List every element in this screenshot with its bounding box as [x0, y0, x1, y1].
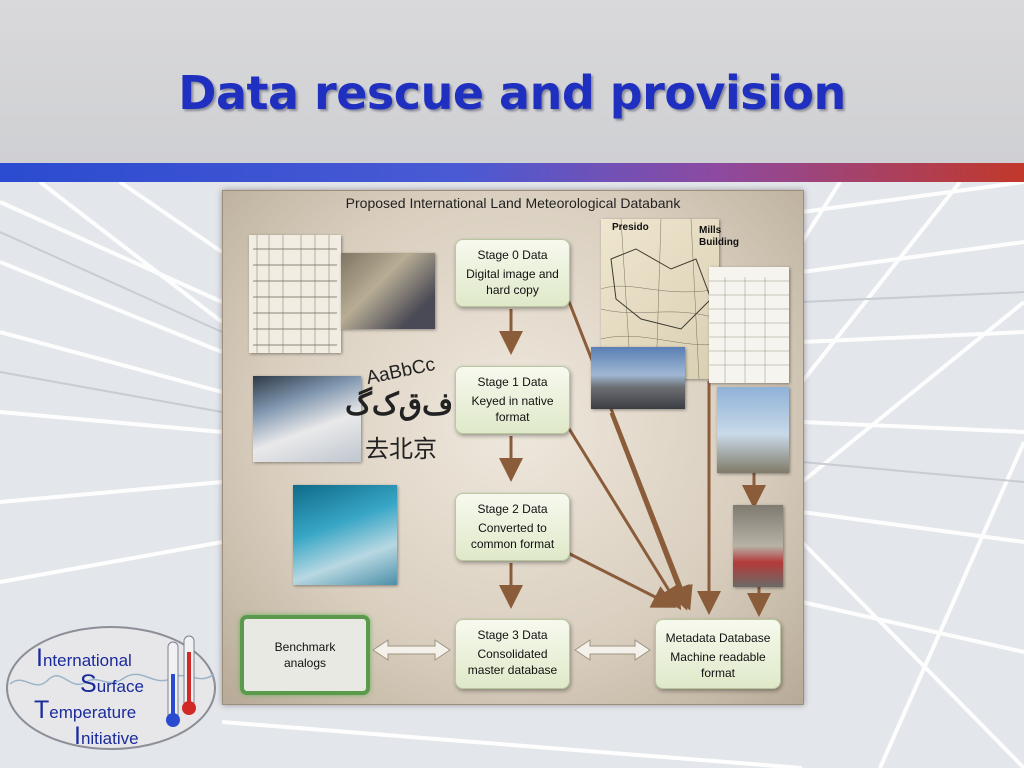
- slide-header: Data rescue and provision: [0, 0, 1024, 163]
- stage-0-heading: Stage 0 Data: [477, 248, 548, 262]
- logo-word-initiative: Initiative: [74, 722, 139, 750]
- stage-1-heading: Stage 1 Data: [477, 375, 548, 389]
- weather-station-photo: [717, 387, 789, 473]
- stage-1-box: Stage 1 Data Keyed in native format: [455, 366, 570, 434]
- stage-1-desc-line2: format: [495, 410, 530, 424]
- city-skyline-photo: [591, 347, 685, 409]
- archive-people-photo: [341, 253, 435, 329]
- observation-record-sheet: [709, 267, 789, 383]
- stage-2-heading: Stage 2 Data: [477, 502, 548, 516]
- benchmark-double-arrow: [372, 639, 451, 661]
- diagram-arrows: [372, 298, 771, 661]
- diagram-title: Proposed International Land Meteorologic…: [345, 195, 681, 211]
- metadata-line3: format: [700, 666, 735, 680]
- isti-logo: International Surface Temperature Initia…: [4, 622, 218, 754]
- observer-photo: [733, 505, 783, 587]
- benchmark-line1: Benchmark: [274, 640, 336, 654]
- benchmark-line2: analogs: [283, 656, 327, 670]
- stage-3-desc-line1: Consolidated: [477, 647, 548, 661]
- benchmark-analogs-box: Benchmark analogs: [240, 615, 370, 695]
- map-label-presido: Presido: [612, 222, 649, 233]
- stage-2-desc-line1: Converted to: [478, 521, 547, 535]
- stage-3-desc-line2: master database: [467, 663, 558, 677]
- ledger-sheet-image: [249, 235, 341, 353]
- logo-word-surface: Surface: [80, 670, 144, 698]
- header-stripe: [0, 163, 1024, 182]
- stage-1-desc-line1: Keyed in native: [471, 394, 554, 408]
- chinese-script-sample: 去北京: [365, 435, 437, 463]
- stage-0-desc-line1: Digital image and: [466, 267, 559, 281]
- slide-title: Data rescue and provision: [178, 66, 846, 120]
- metadata-line2: Machine readable: [670, 650, 766, 664]
- databank-diagram: Proposed International Land Meteorologic…: [222, 190, 804, 705]
- stage-3-heading: Stage 3 Data: [477, 628, 548, 642]
- metadata-database-box: Metadata Database Machine readable forma…: [655, 619, 781, 689]
- metadata-double-arrow: [574, 639, 651, 661]
- stage-3-box: Stage 3 Data Consolidated master databas…: [455, 619, 570, 689]
- stage-2-desc-line2: common format: [470, 537, 555, 551]
- stage-0-desc-line2: hard copy: [486, 283, 539, 297]
- arabic-script-sample: ﻑﻕﮎﮒ: [345, 388, 454, 421]
- logo-word-temperature: Temperature: [34, 696, 137, 724]
- map-label-building: Building: [699, 237, 739, 248]
- typing-keyboard-photo: [253, 376, 361, 462]
- map-label-mills: Mills: [699, 225, 722, 236]
- stage-2-box: Stage 2 Data Converted to common format: [455, 493, 570, 561]
- isti-logo-graphic: [6, 626, 216, 750]
- hands-keyboard-photo: [293, 485, 397, 585]
- stage-0-box: Stage 0 Data Digital image and hard copy: [455, 239, 570, 307]
- metadata-line1: Metadata Database: [665, 631, 771, 645]
- logo-word-international: International: [36, 644, 132, 672]
